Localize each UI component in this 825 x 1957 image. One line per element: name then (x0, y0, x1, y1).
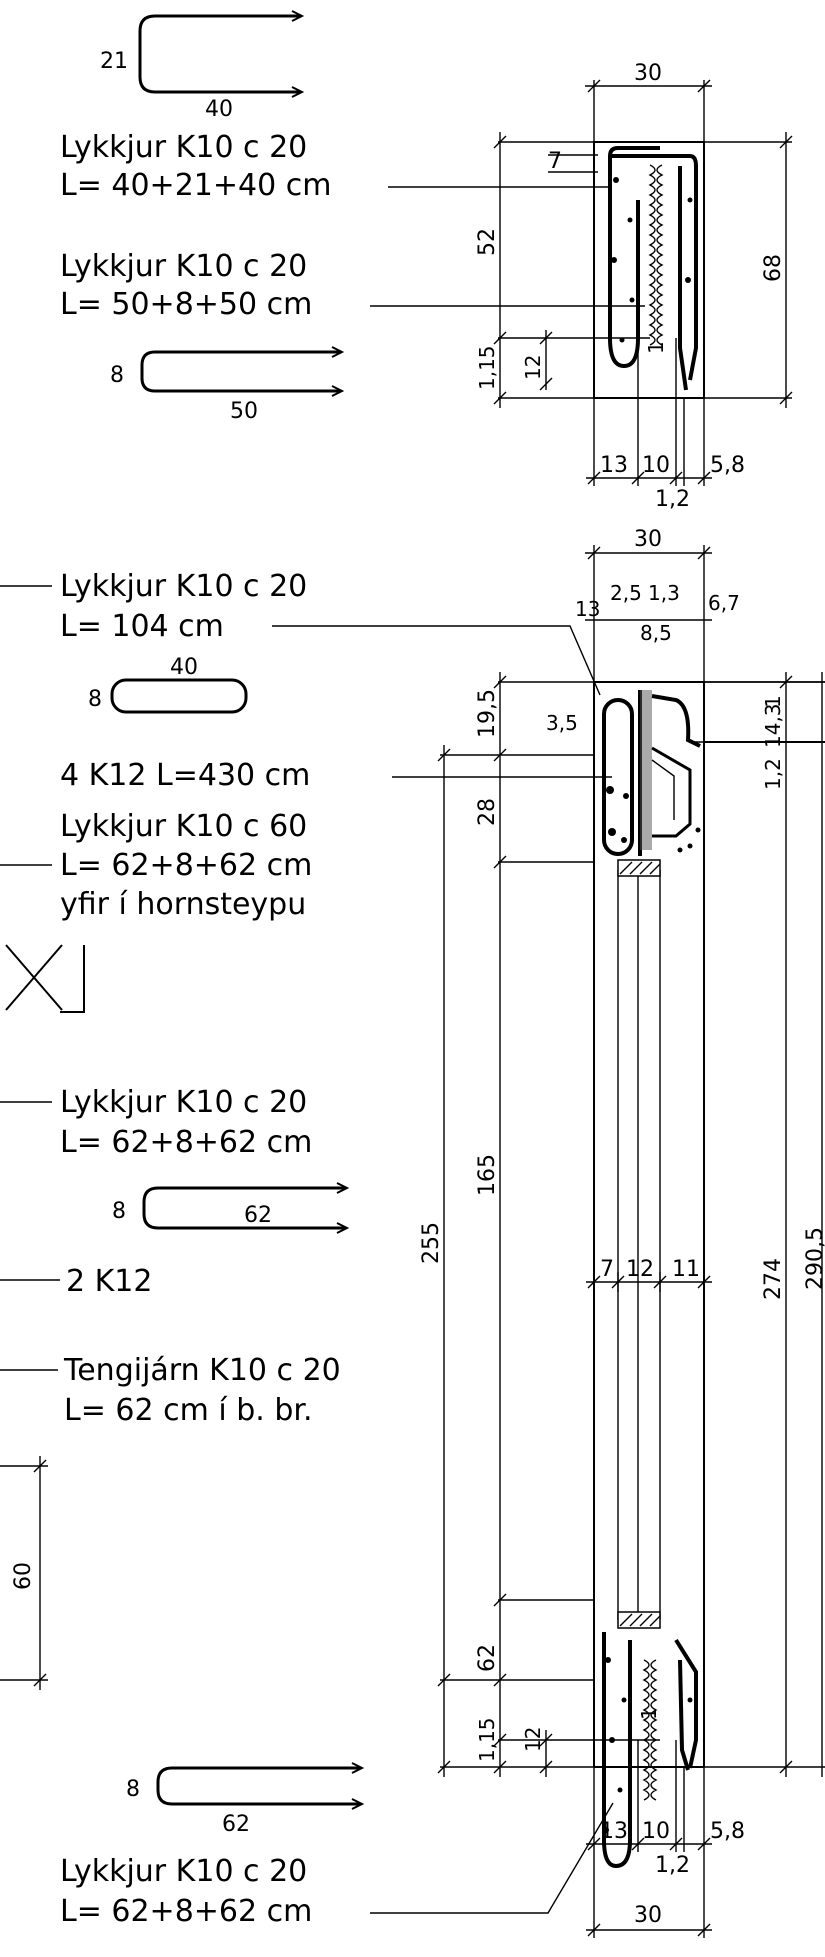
bar-shape-3-width: 40 (170, 655, 198, 680)
note-6-line1: Lykkjur K10 c 20 (60, 1085, 307, 1120)
top-dim-13: 13 (600, 453, 628, 478)
note-9-line1: Lykkjur K10 c 20 (60, 1854, 307, 1889)
bar-shape-3-height: 8 (88, 687, 102, 712)
bot-dim-85: 8,5 (640, 621, 672, 645)
note-5: Lykkjur K10 c 60 L= 62+8+62 cm yfir í ho… (0, 809, 312, 922)
bot-dim-30-bottom: 30 (634, 1903, 662, 1928)
top-dim-7: 7 (548, 149, 562, 174)
bot-dim-30-top: 30 (634, 527, 662, 552)
note-8: Tengijárn K10 c 20 L= 62 cm í b. br. (0, 1353, 341, 1428)
note-6: Lykkjur K10 c 20 L= 62+8+62 cm (0, 1085, 312, 1160)
bot-dim-7: 7 (600, 1257, 614, 1282)
bot-dim-28: 28 (475, 798, 500, 826)
top-dim-115: 1,15 (475, 345, 499, 390)
bot-dim-255: 255 (419, 1222, 444, 1264)
bar-shape-3: 8 40 (88, 655, 248, 714)
bot-dim-25: 2,5 (610, 581, 642, 605)
top-dim-58: 5,8 (710, 453, 745, 478)
note-5-line3: yfir í hornsteypu (60, 887, 306, 922)
note-8-line2: L= 62 cm í b. br. (64, 1393, 313, 1428)
note-3-line2: L= 104 cm (60, 609, 224, 644)
bot-dim-67: 6,7 (708, 591, 740, 615)
bot-dim-143: 14,3 (761, 703, 785, 748)
bar-shape-2-height: 8 (110, 363, 124, 388)
bar-shape-4: 8 62 (112, 1182, 350, 1234)
note-6-line2: L= 62+8+62 cm (60, 1125, 312, 1160)
bar-shape-4-height: 8 (112, 1199, 126, 1224)
bot-dim-1r: 1 (761, 695, 785, 708)
dim-60: 60 (0, 1456, 48, 1690)
note-7-line1: 2 K12 (66, 1264, 152, 1299)
note-9: Lykkjur K10 c 20 L= 62+8+62 cm (60, 1802, 614, 1929)
bot-dim-274: 274 (761, 1258, 786, 1300)
note-2: Lykkjur K10 c 20 L= 50+8+50 cm (60, 249, 645, 322)
bot-dim-12r: 1,2 (761, 758, 785, 790)
note-4: 4 K12 L=430 cm (60, 758, 612, 793)
bot-dim-115: 1,15 (475, 1717, 499, 1762)
bar-shape-1-width: 40 (205, 97, 233, 122)
section-mark (5, 944, 85, 1013)
bot-dim-62: 62 (475, 1644, 500, 1672)
bot-dim-13w: 13 (600, 1819, 628, 1844)
note-3: Lykkjur K10 c 20 L= 104 cm (0, 569, 601, 696)
bar-shape-4-width: 62 (244, 1203, 272, 1228)
note-1: Lykkjur K10 c 20 L= 40+21+40 cm (60, 130, 610, 203)
bot-dim-13: 13 (575, 597, 600, 621)
bar-shape-5-height: 8 (126, 1777, 140, 1802)
note-4-line1: 4 K12 L=430 cm (60, 758, 310, 793)
bar-shape-1: 21 40 (100, 10, 305, 122)
bot-dim-35: 3,5 (546, 711, 578, 735)
bot-dim-195: 19,5 (475, 689, 500, 738)
note-2-line1: Lykkjur K10 c 20 (60, 249, 307, 284)
bot-dim-10w: 10 (642, 1819, 670, 1844)
note-5-line1: Lykkjur K10 c 60 (60, 809, 307, 844)
bot-dim-1: 1 (637, 1707, 661, 1720)
top-dim-68: 68 (761, 254, 786, 282)
top-dim-52: 52 (475, 228, 500, 256)
section-bottom: 30 13 2,5 1,3 6,7 8,5 (419, 527, 825, 1938)
section-top: 30 52 1,15 12 7 1 68 (475, 61, 793, 512)
bot-dim-12: 12 (521, 1727, 545, 1752)
top-dim-30: 30 (634, 61, 662, 86)
bar-shape-1-height: 21 (100, 49, 128, 74)
bar-shape-5-width: 62 (222, 1812, 250, 1837)
top-dim-12: 12 (521, 355, 545, 380)
note-9-line2: L= 62+8+62 cm (60, 1894, 312, 1929)
note-3-line1: Lykkjur K10 c 20 (60, 569, 307, 604)
top-dim-12w: 1,2 (655, 487, 690, 512)
note-7: 2 K12 (0, 1264, 152, 1299)
bot-dim-12w: 1,2 (655, 1853, 690, 1878)
bot-dim-13b: 1,3 (648, 581, 680, 605)
bar-shape-5: 8 62 (126, 1762, 365, 1837)
bar-shape-2-width: 50 (230, 399, 258, 424)
note-1-line1: Lykkjur K10 c 20 (60, 130, 307, 165)
note-5-line2: L= 62+8+62 cm (60, 848, 312, 883)
bot-dim-2905: 290,5 (803, 1227, 825, 1290)
bot-dim-12m: 12 (626, 1257, 654, 1282)
note-8-line1: Tengijárn K10 c 20 (63, 1353, 341, 1388)
top-dim-1: 1 (644, 341, 668, 354)
top-dim-10: 10 (642, 453, 670, 478)
bot-dim-58w: 5,8 (710, 1819, 745, 1844)
bot-dim-11: 11 (672, 1257, 700, 1282)
note-2-line2: L= 50+8+50 cm (60, 287, 312, 322)
dim-60-label: 60 (11, 1562, 36, 1590)
bot-dim-165: 165 (475, 1154, 500, 1196)
note-1-line2: L= 40+21+40 cm (60, 168, 331, 203)
bar-shape-2: 8 50 (110, 346, 345, 424)
